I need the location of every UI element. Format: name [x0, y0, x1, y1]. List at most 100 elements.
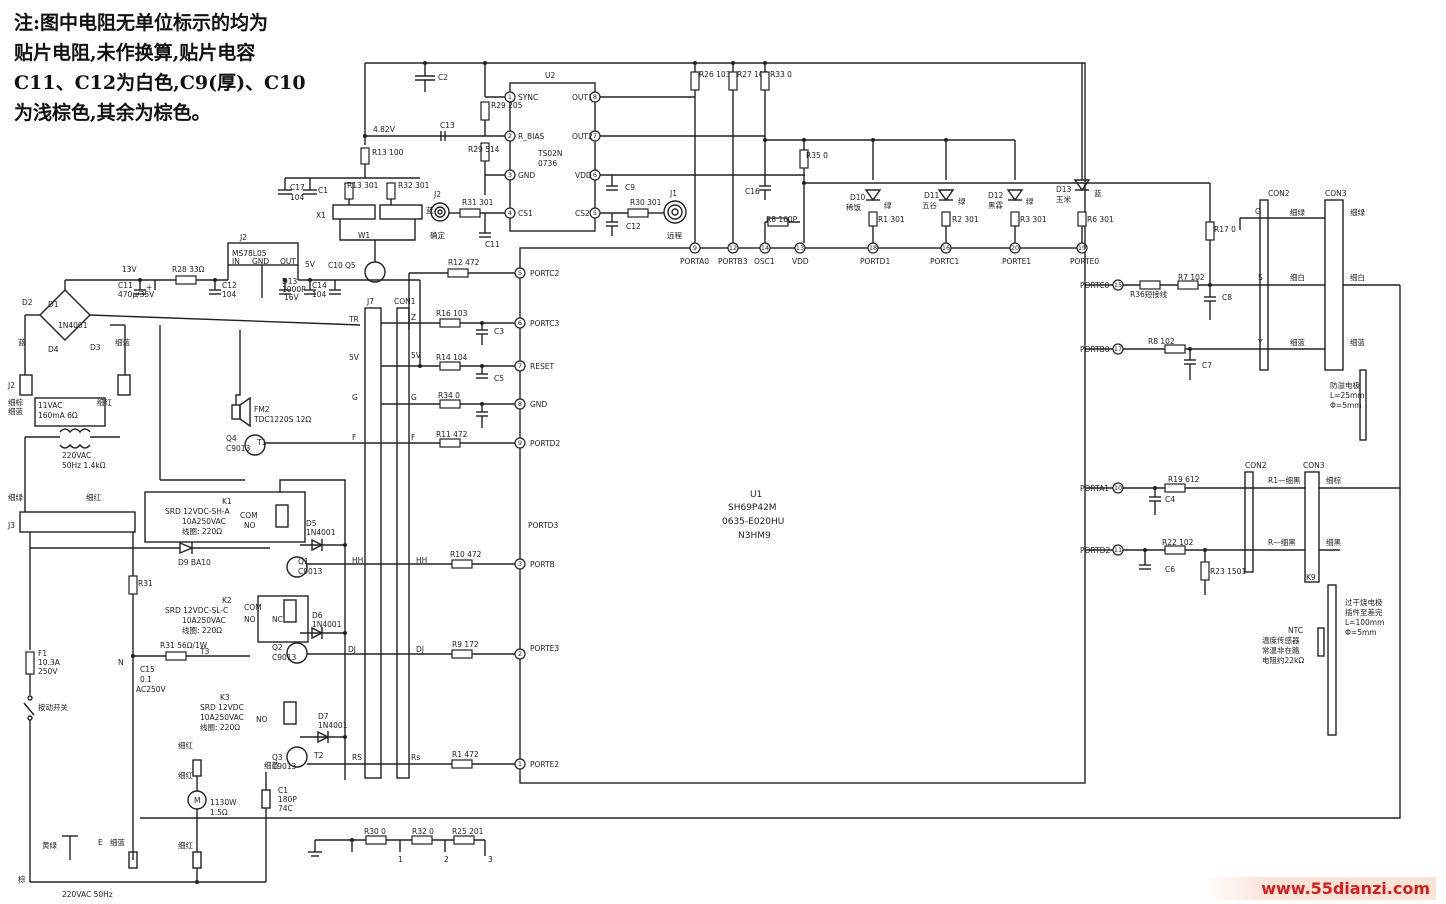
svg-text:R30 0: R30 0: [364, 827, 386, 836]
svg-text:远程: 远程: [667, 231, 682, 240]
svg-text:细绿: 细绿: [8, 492, 23, 502]
svg-text:D11: D11: [924, 191, 940, 200]
svg-text:5: 5: [518, 269, 522, 277]
svg-text:细蓝: 细蓝: [264, 760, 279, 770]
svg-text:细蓝: 细蓝: [115, 337, 130, 347]
svg-text:C5: C5: [494, 374, 504, 383]
svg-text:线圈: 220Ω: 线圈: 220Ω: [200, 722, 240, 732]
svg-text:MS78L05: MS78L05: [232, 249, 267, 258]
svg-text:D5: D5: [306, 519, 317, 528]
mcu-part: SH69P42M: [728, 503, 777, 513]
svg-text:R7 102: R7 102: [1178, 273, 1205, 282]
svg-text:PORTD2: PORTD2: [530, 439, 560, 448]
svg-text:CON3: CON3: [1303, 461, 1325, 470]
svg-text:R36短接线: R36短接线: [1130, 289, 1168, 299]
svg-text:D3: D3: [90, 343, 101, 352]
svg-text:五谷: 五谷: [922, 201, 937, 210]
svg-text:G: G: [411, 393, 417, 402]
svg-text:黑霖: 黑霖: [988, 201, 1003, 210]
svg-text:D13: D13: [282, 277, 298, 286]
svg-text:CON3: CON3: [1325, 189, 1347, 198]
svg-text:Q2: Q2: [272, 643, 283, 652]
svg-text:R9 172: R9 172: [452, 640, 479, 649]
svg-text:1N4001: 1N4001: [318, 721, 348, 730]
svg-text:线圈: 220Ω: 线圈: 220Ω: [182, 526, 222, 536]
svg-text:9: 9: [693, 244, 697, 252]
svg-text:C13: C13: [440, 121, 455, 130]
svg-text:C12: C12: [626, 222, 641, 231]
note-line: 为浅棕色,其余为棕色。: [14, 102, 211, 124]
svg-text:G: G: [352, 393, 358, 402]
con3-connector: [1324, 199, 1344, 371]
mcu-right-pins: 15 PORTC0 17 PORTB0 10 PORTA1 11 PORTD2: [1080, 279, 1124, 556]
svg-text:RS: RS: [352, 753, 362, 762]
svg-text:NTC: NTC: [1288, 626, 1303, 635]
svg-text:11: 11: [1114, 546, 1122, 554]
svg-text:R22 102: R22 102: [1162, 538, 1194, 547]
svg-text:OUT2: OUT2: [572, 132, 593, 141]
svg-text:VDD: VDD: [575, 171, 592, 180]
svg-text:NO: NO: [244, 615, 256, 624]
svg-text:R_BIAS: R_BIAS: [518, 132, 544, 141]
svg-text:5: 5: [593, 209, 597, 217]
svg-text:R14 104: R14 104: [436, 353, 468, 362]
svg-text:5V: 5V: [305, 260, 316, 269]
svg-text:250V: 250V: [38, 667, 58, 676]
relay-k3: K3 SRD 12VDC 10A250VAC 线圈: 220Ω NO: [200, 693, 297, 732]
svg-text:C17: C17: [290, 183, 305, 192]
svg-text:细红: 细红: [178, 740, 193, 750]
svg-text:14: 14: [761, 244, 769, 252]
svg-text:PORTA0: PORTA0: [680, 257, 709, 266]
svg-text:R30 301: R30 301: [630, 198, 662, 207]
touch-ic-ref: U2: [545, 71, 555, 80]
svg-text:10A250VAC: 10A250VAC: [200, 713, 244, 722]
svg-text:GND: GND: [518, 171, 535, 180]
svg-text:L=100mm: L=100mm: [1345, 618, 1384, 627]
svg-text:C15: C15: [140, 665, 155, 674]
mcu-lot: N3HM9: [738, 531, 771, 541]
svg-text:R13 301: R13 301: [347, 181, 379, 190]
con2-connector: [1259, 199, 1269, 371]
svg-text:蓝: 蓝: [18, 337, 26, 347]
svg-text:Z: Z: [411, 313, 416, 322]
note-line: 贴片电阻,未作换算,贴片电容: [14, 42, 256, 64]
svg-text:细红: 细红: [178, 840, 193, 850]
svg-text:F: F: [411, 433, 415, 442]
svg-text:1N4001: 1N4001: [58, 321, 88, 330]
note-line: 注:图中电阻无单位标示的均为: [14, 12, 269, 34]
svg-text:温度传感器: 温度传感器: [1262, 635, 1300, 645]
svg-text:20: 20: [1011, 244, 1019, 252]
svg-text:C9013: C9013: [272, 762, 297, 771]
svg-text:NC: NC: [272, 615, 283, 624]
svg-text:D12: D12: [988, 191, 1004, 200]
svg-text:10A250VAC: 10A250VAC: [182, 517, 226, 526]
svg-text:C7: C7: [1202, 361, 1212, 370]
svg-text:R11 472: R11 472: [436, 430, 468, 439]
svg-text:细蓝: 细蓝: [1350, 337, 1366, 347]
svg-text:细黑: 细黑: [1326, 537, 1342, 547]
svg-text:细绿: 细绿: [1350, 207, 1366, 217]
svg-text:PORTE2: PORTE2: [530, 760, 559, 769]
svg-text:R10 472: R10 472: [450, 550, 482, 559]
svg-text:R8 102: R8 102: [1148, 337, 1175, 346]
svg-text:稀饭: 稀饭: [846, 202, 861, 212]
svg-text:PORTC1: PORTC1: [930, 257, 959, 266]
svg-text:J1: J1: [669, 189, 677, 198]
svg-text:18: 18: [869, 244, 877, 252]
svg-text:细绿: 细绿: [1290, 207, 1306, 217]
svg-text:180P: 180P: [278, 795, 297, 804]
svg-text:棕: 棕: [18, 874, 26, 884]
svg-text:160mA 6Ω: 160mA 6Ω: [38, 411, 78, 420]
svg-text:C1: C1: [278, 786, 288, 795]
svg-text:HH: HH: [416, 556, 427, 565]
svg-text:3: 3: [508, 171, 512, 179]
annotation-note: 注:图中电阻无单位标示的均为 贴片电阻,未作换算,贴片电容 C11、C12为白色…: [14, 8, 314, 128]
touch-ic-body: [509, 82, 596, 232]
svg-text:D1: D1: [48, 300, 59, 309]
svg-text:R25 201: R25 201: [452, 827, 484, 836]
svg-text:蓝: 蓝: [1094, 188, 1102, 198]
svg-text:W1: W1: [358, 231, 370, 240]
svg-text:15: 15: [1114, 281, 1122, 289]
svg-text:R13 100: R13 100: [372, 148, 404, 157]
svg-text:G: G: [1255, 207, 1261, 216]
